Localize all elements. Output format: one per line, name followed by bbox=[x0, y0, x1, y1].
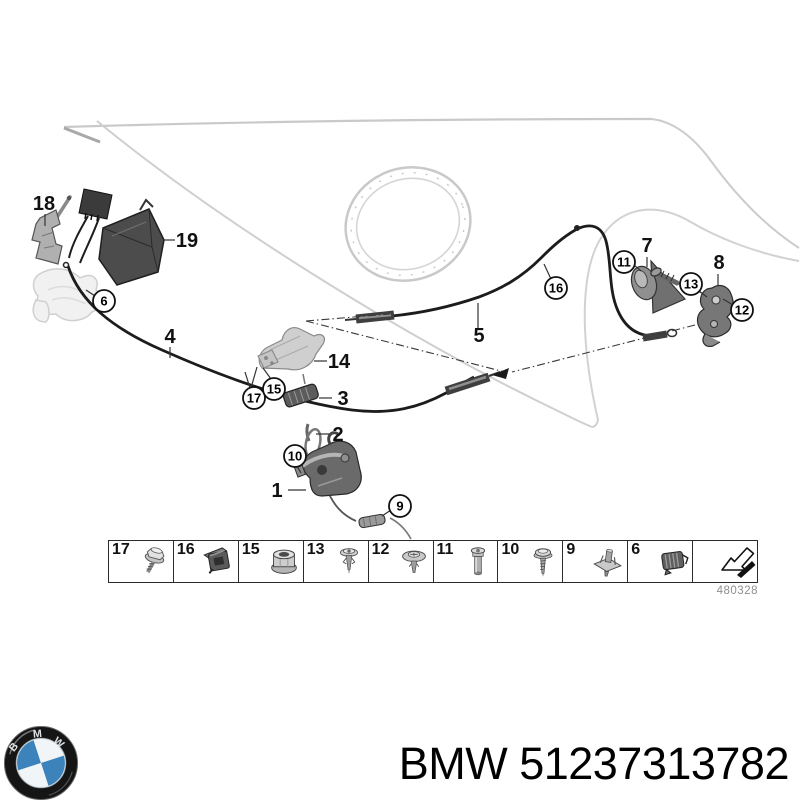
callout-14: 14 bbox=[328, 351, 351, 373]
fastener-number: 17 bbox=[112, 541, 130, 558]
fastener-cell: 10 bbox=[498, 541, 564, 582]
leader-arrowhead bbox=[492, 368, 509, 379]
headlight-ring bbox=[344, 166, 472, 282]
fastener-number: 13 bbox=[306, 541, 325, 558]
parts-diagram: 18 19 4 14 3 2 1 5 7 8 6 17 15 10 9 16 1… bbox=[31, 117, 800, 540]
cage-nut-clip-icon bbox=[203, 547, 230, 574]
fastener-cell: 13 bbox=[304, 541, 369, 582]
lock-micro-cable bbox=[327, 491, 357, 522]
circled-callout-16: 16 bbox=[544, 276, 568, 300]
fastener-cell: 17 bbox=[109, 541, 174, 582]
plain-callouts: 18 19 4 14 3 2 1 5 7 8 bbox=[33, 193, 725, 502]
expansion-clip-icon bbox=[593, 549, 623, 577]
ghost-latch-part bbox=[32, 268, 102, 323]
svg-text:10: 10 bbox=[288, 449, 302, 464]
callout-leader-lines bbox=[44, 214, 734, 517]
washer-head-screw-icon bbox=[401, 550, 426, 573]
part-9-sleeve bbox=[358, 513, 386, 529]
fastener-number: 10 bbox=[501, 541, 520, 558]
part-3-guide bbox=[282, 383, 319, 408]
callout-4: 4 bbox=[164, 326, 176, 348]
cable-clip-icon bbox=[661, 551, 689, 576]
hex-flange-screw-icon bbox=[144, 547, 165, 574]
part-14-bracket bbox=[257, 327, 326, 371]
expanding-rivet-icon bbox=[339, 548, 358, 575]
fastener-cell bbox=[693, 541, 757, 582]
svg-text:9: 9 bbox=[396, 499, 403, 514]
circled-callout-13: 13 bbox=[679, 272, 703, 296]
callout-3: 3 bbox=[337, 388, 348, 410]
callout-8: 8 bbox=[713, 252, 724, 274]
bmw-logo-quarters bbox=[17, 739, 65, 787]
cylinder-screw-icon bbox=[471, 547, 486, 576]
fastener-strip: 17 16 15 bbox=[108, 540, 758, 583]
callout-2: 2 bbox=[332, 424, 343, 446]
part-8-bracket bbox=[696, 284, 734, 347]
circled-callout-15: 15 bbox=[262, 377, 286, 401]
svg-text:13: 13 bbox=[684, 277, 698, 292]
cable-rear-section bbox=[391, 227, 578, 318]
fastener-number: 16 bbox=[176, 541, 195, 558]
svg-text:11: 11 bbox=[617, 255, 631, 270]
part-18-latch bbox=[31, 195, 72, 265]
fastener-cell: 12 bbox=[369, 541, 434, 582]
direction-arrow-icon bbox=[721, 547, 756, 578]
pan-head-screw-icon bbox=[533, 548, 553, 577]
diagram-reference-number: 480328 bbox=[716, 585, 758, 597]
svg-text:6: 6 bbox=[100, 294, 107, 309]
part-1-lock bbox=[293, 431, 362, 497]
callout-1: 1 bbox=[271, 480, 282, 502]
fastener-cell: 9 bbox=[563, 541, 629, 582]
callout-18: 18 bbox=[33, 193, 55, 215]
circled-callout-6: 6 bbox=[92, 289, 116, 313]
fastener-number: 6 bbox=[631, 541, 641, 558]
callout-5: 5 bbox=[473, 325, 484, 347]
svg-text:16: 16 bbox=[549, 281, 563, 296]
part-3-link bbox=[302, 373, 306, 385]
circled-callout-11: 11 bbox=[612, 250, 636, 274]
part-19-cover bbox=[78, 188, 165, 286]
svg-text:M: M bbox=[32, 728, 42, 741]
circled-callouts: 6 17 15 10 9 16 11 13 12 bbox=[92, 250, 754, 518]
circled-callout-12: 12 bbox=[730, 298, 754, 322]
fastener-number: 11 bbox=[436, 541, 454, 558]
part-13-screw bbox=[650, 267, 680, 286]
fastener-number: 15 bbox=[241, 541, 260, 558]
circled-callout-17: 17 bbox=[242, 386, 266, 410]
fastener-number: 9 bbox=[566, 541, 576, 558]
flange-nut-icon bbox=[270, 549, 297, 574]
bmw-logo: B M W bbox=[3, 725, 79, 800]
circled-callout-9: 9 bbox=[388, 494, 412, 518]
fastener-cell: 15 bbox=[239, 541, 304, 582]
callout-7: 7 bbox=[641, 235, 652, 257]
fastener-cell: 6 bbox=[628, 541, 694, 582]
fastener-cell: 11 bbox=[434, 541, 499, 582]
car-body-outline bbox=[63, 117, 800, 428]
part-7-grommet bbox=[630, 259, 686, 314]
svg-text:12: 12 bbox=[735, 303, 749, 318]
svg-text:15: 15 bbox=[267, 382, 281, 397]
fastener-number: 12 bbox=[371, 541, 390, 558]
fastener-cell: 16 bbox=[174, 541, 239, 582]
circled-callout-10: 10 bbox=[283, 444, 307, 468]
callout-19: 19 bbox=[176, 230, 198, 252]
part-number-title: BMW 51237313782 bbox=[398, 738, 790, 789]
svg-text:17: 17 bbox=[247, 391, 261, 406]
